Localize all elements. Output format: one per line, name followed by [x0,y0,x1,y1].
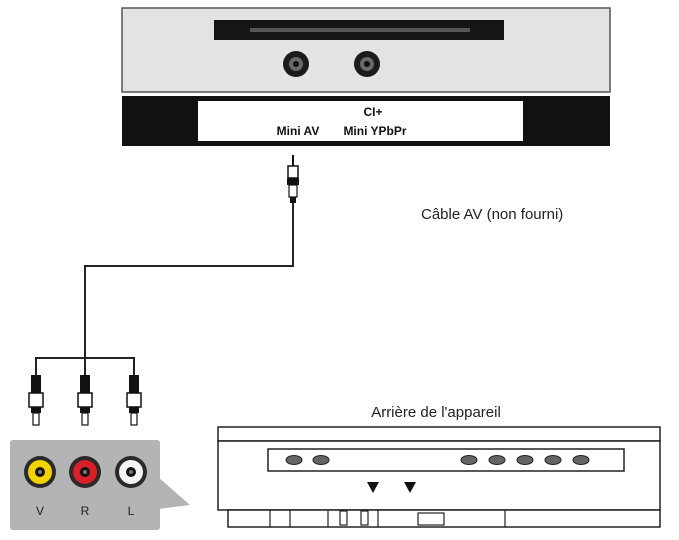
device-port-panel [267,448,625,472]
device-label: Arrière de l'appareil [371,404,501,421]
arrow-down-icon [367,482,379,493]
tv-jack-right [354,51,380,77]
arrow-down-icon [404,482,416,493]
ci-plus-label: CI+ [363,105,382,119]
cable-split [35,357,135,375]
jack-audio-right-label: R [81,504,90,518]
tv-side-panel: CI+ Mini AV Mini YPbPr [121,7,611,146]
rca-plug-left [126,375,142,426]
mini-ypbpr-label: Mini YPbPr [343,124,406,138]
mini-av-plug [287,155,299,203]
rca-plug-right [77,375,93,426]
device-rear [217,426,661,528]
cable-label: Câble AV (non fourni) [421,206,563,223]
jack-video-label: V [36,504,44,518]
tv-jack-left [283,51,309,77]
jack-audio-right: R [69,456,101,518]
jack-audio-left-label: L [128,504,135,518]
device-top-edge [217,426,661,442]
jack-audio-left: L [115,456,147,518]
mini-av-label: Mini AV [277,124,320,138]
av-cable [84,203,294,360]
ci-slot-groove [250,28,470,32]
tv-label-box [198,101,523,141]
rca-plug-video [28,375,44,426]
jack-video: V [24,456,56,518]
